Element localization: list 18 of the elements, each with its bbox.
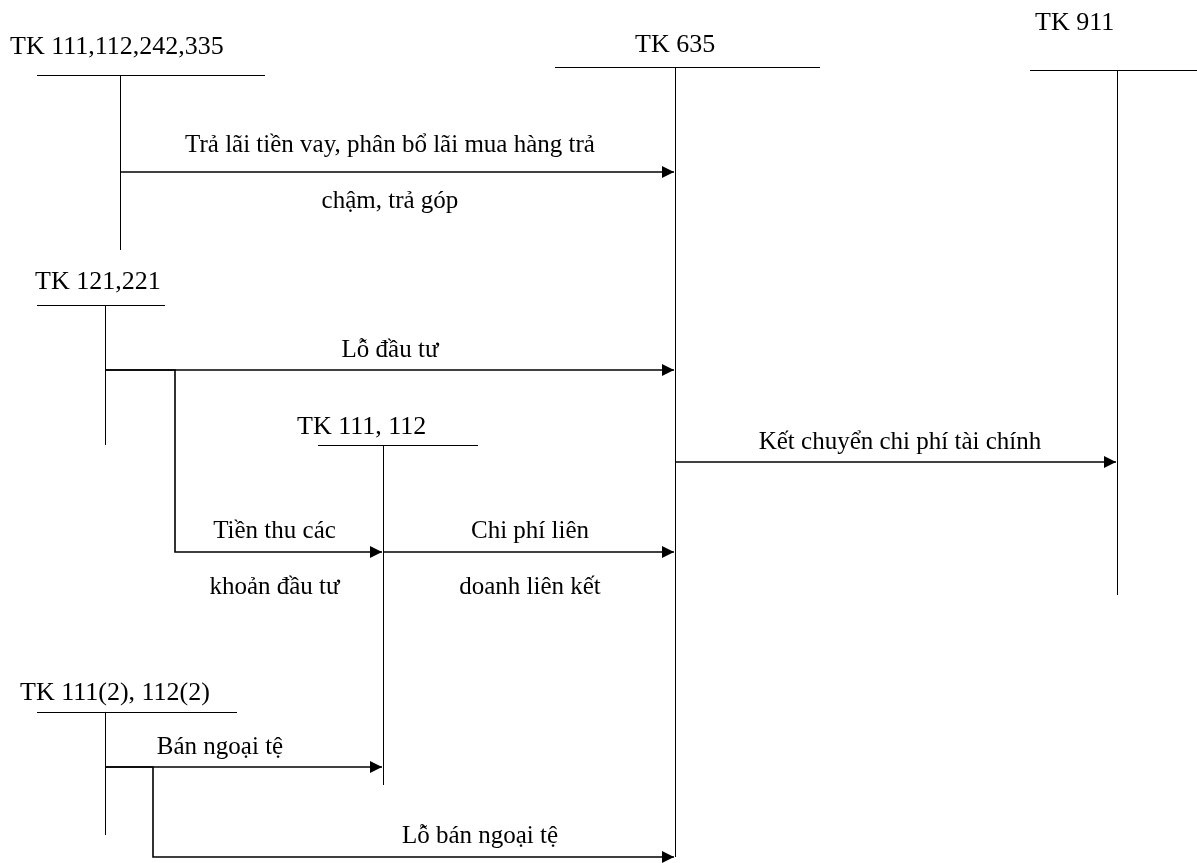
edge-label: Bán ngoại tệ (155, 731, 285, 761)
edge-label: Tiền thu các khoản đầu tư (208, 515, 342, 601)
arrow (105, 369, 383, 558)
account-title: TK 635 (635, 28, 716, 60)
account-title: TK 111(2), 112(2) (20, 676, 210, 708)
edge-label: Lỗ đầu tư (340, 334, 441, 364)
account-title: TK 121,221 (35, 265, 161, 297)
edge-label: Kết chuyển chi phí tài chính (757, 426, 1043, 456)
arrow (383, 546, 675, 558)
arrow (120, 166, 675, 178)
arrow (105, 766, 675, 863)
edge-label: Chi phí liên doanh liên kết (458, 515, 602, 601)
edge-label: Trả lãi tiền vay, phân bổ lãi mua hàng trả chậm, trả góp (184, 129, 596, 215)
account-title: TK 111,112,242,335 (10, 30, 224, 62)
account-title: TK 911 (1035, 6, 1115, 38)
arrow (675, 456, 1117, 468)
edge-label: Lỗ bán ngoại tệ (400, 820, 560, 850)
account-title: TK 111, 112 (297, 410, 427, 442)
